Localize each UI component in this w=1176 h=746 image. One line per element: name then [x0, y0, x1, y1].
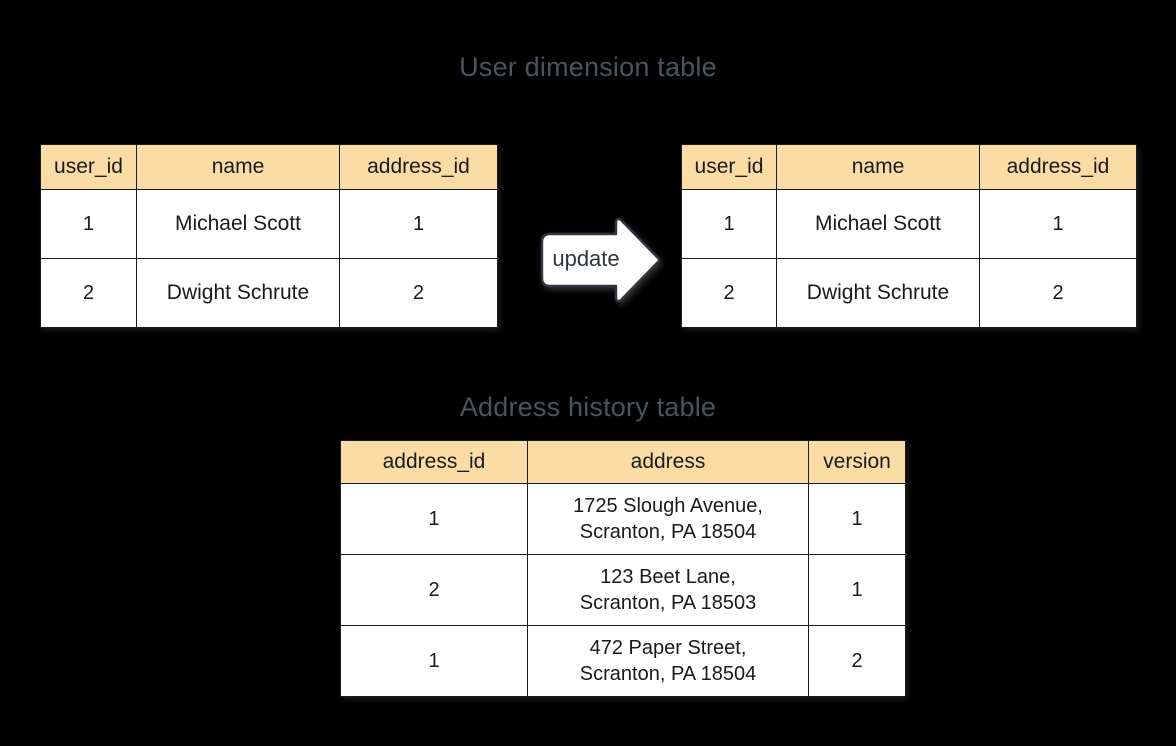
cell-address-id: 1 — [339, 189, 498, 259]
right-block-arrow-icon — [540, 217, 661, 303]
table-header-row: user_id name address_id — [40, 144, 498, 190]
table-row: 1 Michael Scott 1 — [40, 189, 498, 259]
column-header-name: name — [776, 144, 980, 190]
table-row: 1 Michael Scott 1 — [681, 189, 1137, 259]
cell-address-id: 2 — [979, 258, 1137, 328]
address-line-1: 1725 Slough Avenue, — [573, 494, 763, 517]
cell-address-id: 2 — [340, 554, 528, 626]
cell-name: Dwight Schrute — [136, 258, 340, 328]
address-history-title: Address history table — [459, 392, 717, 422]
column-header-address-id: address_id — [979, 144, 1137, 190]
column-header-user-id: user_id — [40, 144, 137, 190]
address-line-2: Scranton, PA 18504 — [579, 521, 757, 543]
cell-user-id: 2 — [681, 258, 777, 328]
cell-name: Michael Scott — [776, 189, 980, 259]
address-line-1: 472 Paper Street, — [589, 636, 747, 659]
cell-version: 1 — [808, 483, 906, 555]
table-row: 1 1725 Slough Avenue, Scranton, PA 18504… — [340, 483, 906, 555]
user-dimension-table-after: user_id name address_id 1 Michael Scott … — [681, 144, 1137, 328]
table-row: 1 472 Paper Street, Scranton, PA 18504 2 — [340, 625, 906, 697]
cell-address: 472 Paper Street, Scranton, PA 18504 — [527, 625, 809, 697]
cell-address: 1725 Slough Avenue, Scranton, PA 18504 — [527, 483, 809, 555]
column-header-version: version — [808, 440, 906, 484]
user-dimension-table-before: user_id name address_id 1 Michael Scott … — [40, 144, 498, 328]
cell-address-id: 1 — [340, 625, 528, 697]
address-line-2: Scranton, PA 18504 — [579, 663, 757, 685]
table-header-row: address_id address version — [340, 440, 906, 484]
cell-name: Michael Scott — [136, 189, 340, 259]
table-header-row: user_id name address_id — [681, 144, 1137, 190]
user-dimension-title: User dimension table — [459, 52, 717, 82]
update-arrow: update — [534, 216, 662, 304]
cell-version: 2 — [808, 625, 906, 697]
column-header-user-id: user_id — [681, 144, 777, 190]
address-line-1: 123 Beet Lane, — [600, 565, 736, 588]
column-header-address-id: address_id — [340, 440, 528, 484]
cell-address-id: 1 — [979, 189, 1137, 259]
address-history-table: address_id address version 1 1725 Slough… — [340, 440, 906, 697]
table-row: 2 123 Beet Lane, Scranton, PA 18503 1 — [340, 554, 906, 626]
cell-user-id: 1 — [681, 189, 777, 259]
cell-address-id: 1 — [340, 483, 528, 555]
column-header-address: address — [527, 440, 809, 484]
cell-user-id: 2 — [40, 258, 137, 328]
address-line-2: Scranton, PA 18503 — [579, 592, 757, 614]
cell-version: 1 — [808, 554, 906, 626]
cell-name: Dwight Schrute — [776, 258, 980, 328]
table-row: 2 Dwight Schrute 2 — [40, 258, 498, 328]
table-row: 2 Dwight Schrute 2 — [681, 258, 1137, 328]
cell-address-id: 2 — [339, 258, 498, 328]
cell-user-id: 1 — [40, 189, 137, 259]
cell-address: 123 Beet Lane, Scranton, PA 18503 — [527, 554, 809, 626]
column-header-address-id: address_id — [339, 144, 498, 190]
column-header-name: name — [136, 144, 340, 190]
